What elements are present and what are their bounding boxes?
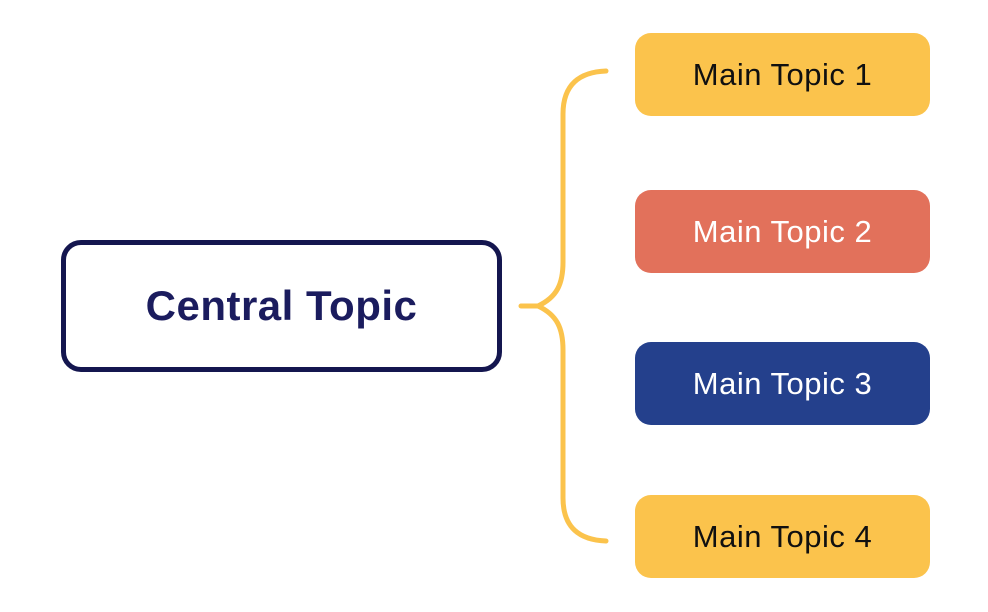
main-topic-4-label: Main Topic 4 (692, 518, 873, 554)
main-topic-2-node[interactable]: Main Topic 2 (635, 190, 930, 273)
main-topic-3-node[interactable]: Main Topic 3 (635, 342, 930, 425)
main-topic-1-node[interactable]: Main Topic 1 (635, 33, 930, 116)
brace-curve (532, 68, 609, 544)
central-topic-node[interactable]: Central Topic (61, 240, 502, 372)
main-topic-2-label: Main Topic 2 (692, 213, 873, 249)
main-topic-3-label: Main Topic 3 (692, 365, 873, 401)
main-topic-1-label: Main Topic 1 (692, 56, 873, 92)
central-topic-label: Central Topic (145, 282, 418, 329)
main-topic-4-node[interactable]: Main Topic 4 (635, 495, 930, 578)
